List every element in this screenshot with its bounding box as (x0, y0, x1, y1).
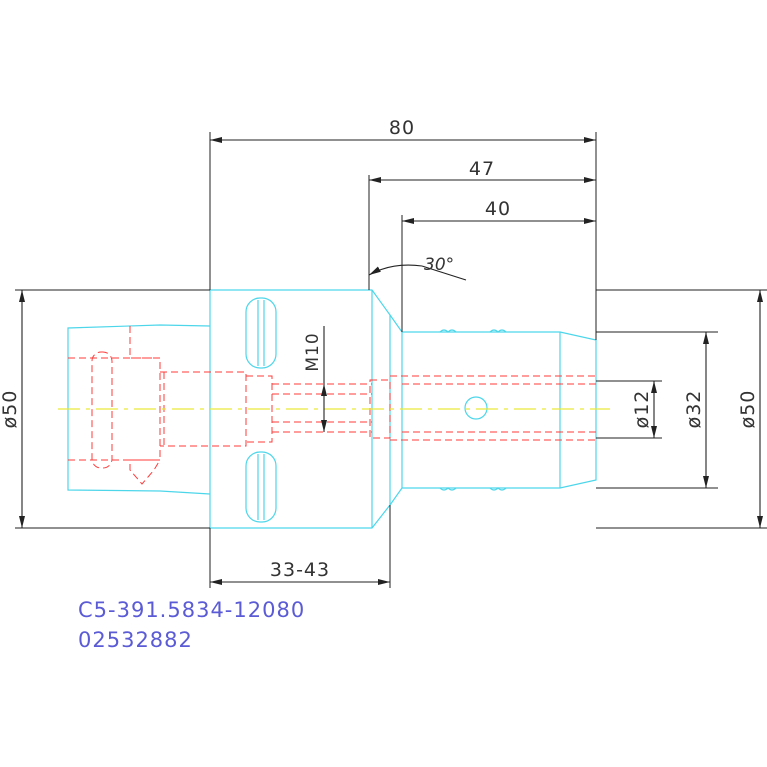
dim-overall-length: 80 (389, 117, 415, 139)
order-code: 02532882 (78, 628, 193, 652)
dim-length-47: 47 (469, 158, 495, 180)
dim-shank-diameter: ø32 (683, 390, 705, 429)
dim-thread: M10 (303, 332, 323, 371)
dim-angle: 30° (424, 255, 454, 275)
part-number: C5-391.5834-12080 (78, 598, 306, 622)
hidden-lines (68, 326, 596, 485)
dim-left-diameter: ø50 (0, 390, 21, 429)
dim-length-40: 40 (485, 198, 511, 220)
dimension-labels: 80 47 40 30° M10 ø50 ø12 ø32 ø50 33-43 (0, 117, 759, 581)
extension-lines (15, 132, 767, 588)
dim-right-diameter: ø50 (737, 390, 759, 429)
dim-bore-diameter: ø12 (631, 390, 653, 429)
dim-adjust-range: 33-43 (270, 559, 330, 581)
part-outline (67, 289, 597, 529)
dimension-lines (19, 137, 763, 585)
